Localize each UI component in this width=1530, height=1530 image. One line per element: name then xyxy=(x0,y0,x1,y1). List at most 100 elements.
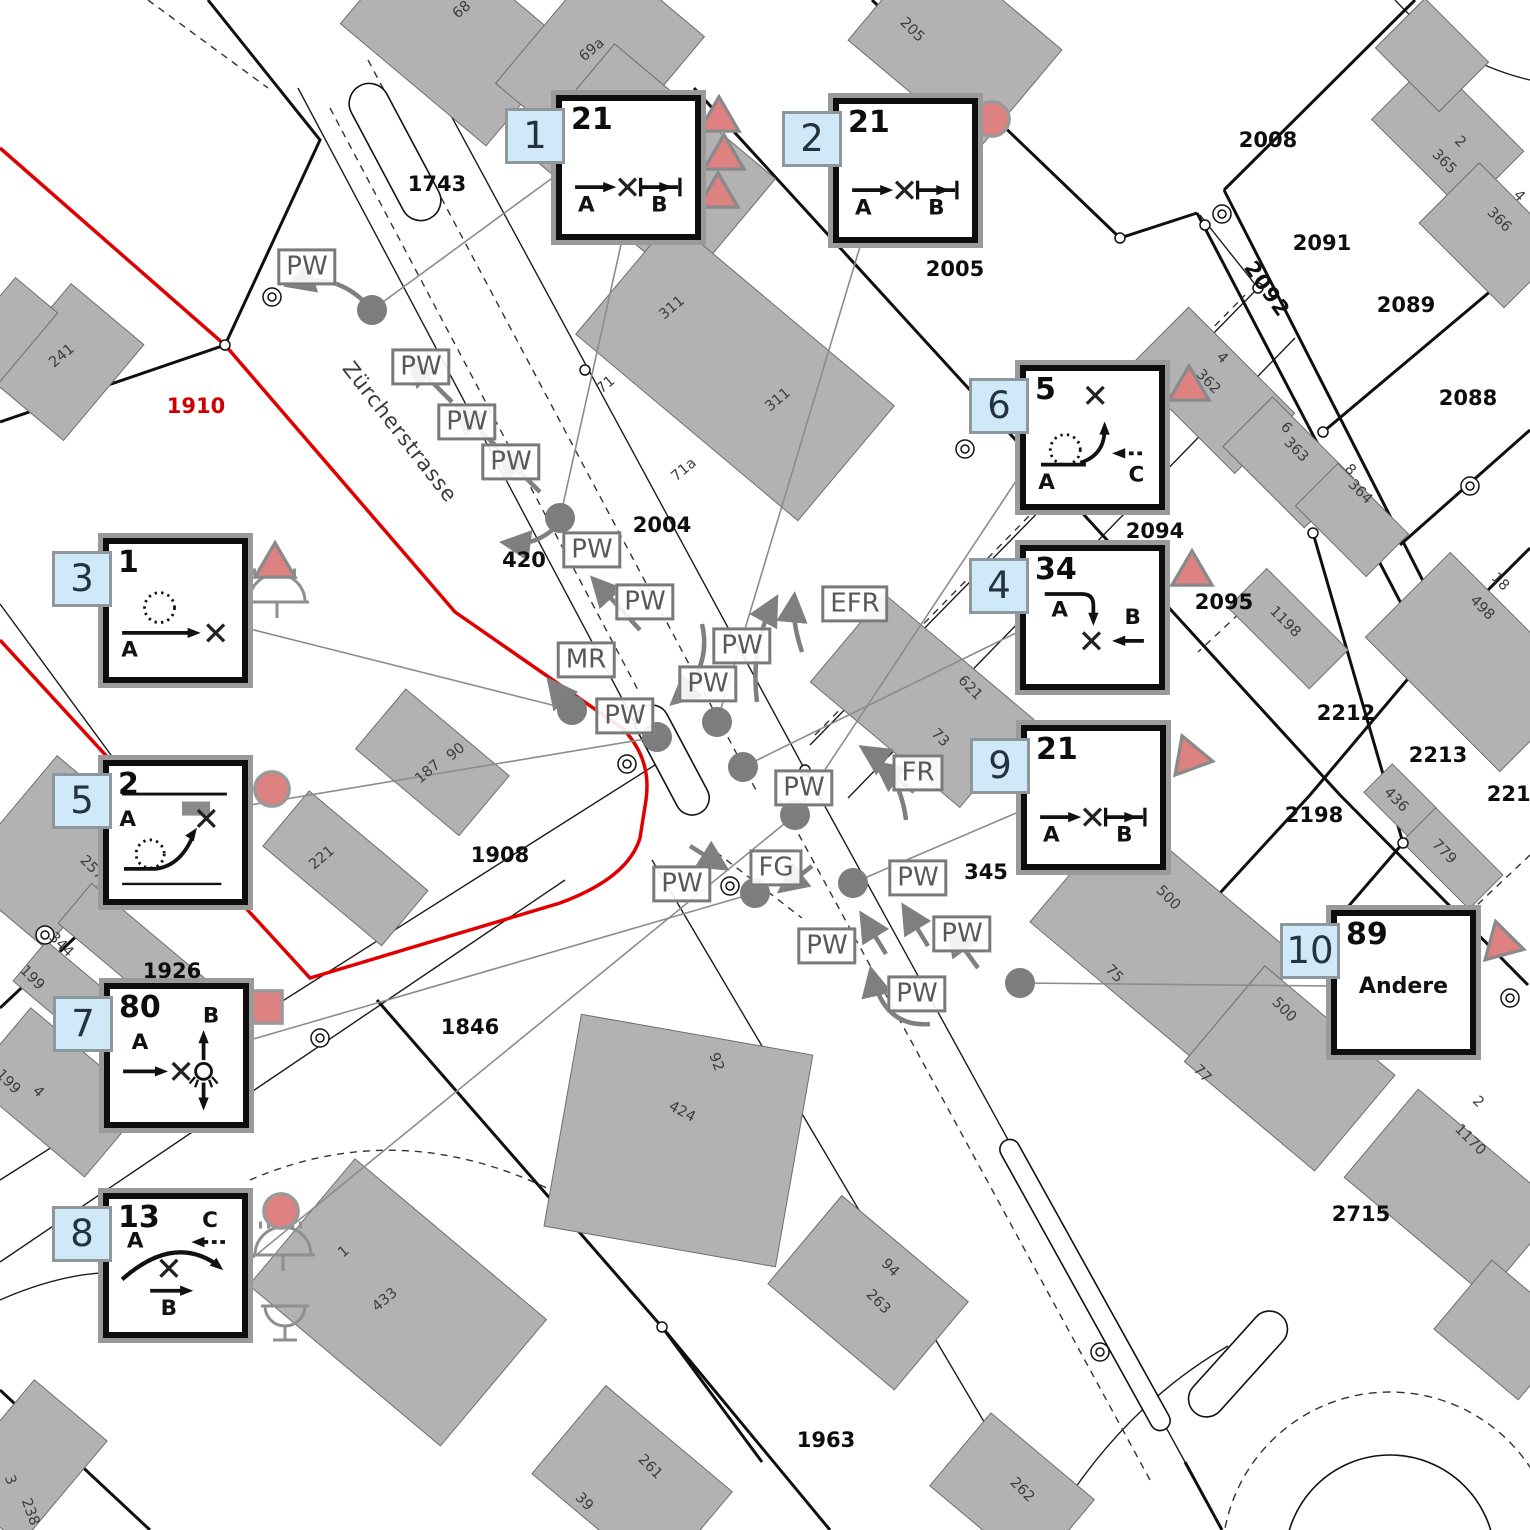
participant-tag: PW xyxy=(481,443,541,481)
svg-text:B: B xyxy=(928,195,944,220)
marker-triangle-icon xyxy=(252,539,298,580)
parcel-number-label: 2094 xyxy=(1125,519,1185,543)
svg-text:A: A xyxy=(127,1229,144,1254)
svg-text:A: A xyxy=(1038,470,1055,495)
accident-code: 13 xyxy=(118,1200,160,1235)
accident-dot xyxy=(728,752,758,782)
parcel-number-label: 2091 xyxy=(1292,231,1352,255)
accident-diagram: A xyxy=(119,792,227,886)
accident-number-badge: 2 xyxy=(782,111,842,167)
svg-text:A: A xyxy=(119,807,136,832)
parcel-number-label: 2198 xyxy=(1284,803,1344,827)
parcel-number-label: 1910 xyxy=(166,394,226,418)
accident-number-badge: 1 xyxy=(505,108,565,164)
svg-text:C: C xyxy=(202,1208,218,1233)
participant-tag: PW xyxy=(652,865,712,903)
svg-text:B: B xyxy=(1116,822,1132,847)
participant-tag: EFR xyxy=(821,585,889,623)
parcel-number-label: 2005 xyxy=(925,257,985,281)
participant-tag: PW xyxy=(678,665,738,703)
marker-triangle-icon xyxy=(1166,362,1212,403)
marker-circle-icon xyxy=(251,768,293,810)
parcel-number-label: 2214 xyxy=(1486,782,1530,806)
accident-diagram: AB xyxy=(123,1004,219,1111)
accident-code: 5 xyxy=(1035,372,1056,407)
accident-code: 34 xyxy=(1035,552,1077,587)
accident-dot xyxy=(545,503,575,533)
svg-text:B: B xyxy=(651,192,667,217)
red-boundary xyxy=(0,146,649,980)
survey-nodes xyxy=(35,204,1520,1362)
svg-text:A: A xyxy=(132,1030,149,1055)
accident-code: 80 xyxy=(119,990,161,1025)
parcel-number-label: 2212 xyxy=(1316,701,1376,725)
accident-number-badge: 7 xyxy=(53,996,113,1052)
parcel-number-label: 1963 xyxy=(796,1428,856,1452)
parcel-number-label: 2004 xyxy=(632,513,692,537)
parcel-number-label: 345 xyxy=(964,860,1008,884)
marker-triangle-icon xyxy=(695,169,741,210)
marker-square-icon xyxy=(247,988,285,1026)
accident-code: 21 xyxy=(848,105,890,140)
svg-text:B: B xyxy=(161,1296,177,1321)
participant-tag: PW xyxy=(887,975,947,1013)
svg-text:B: B xyxy=(203,1004,219,1029)
marker-triangle-icon xyxy=(1169,547,1215,588)
participant-tag: FG xyxy=(749,849,803,887)
accident-code: 21 xyxy=(1036,732,1078,767)
accident-number-badge: 10 xyxy=(1280,923,1340,979)
participant-tag: PW xyxy=(562,531,622,569)
accident-dot xyxy=(838,868,868,898)
parcel-number-label: 2008 xyxy=(1238,128,1298,152)
marker-triangle-icon xyxy=(1473,913,1528,964)
accident-dot xyxy=(357,295,387,325)
svg-text:A: A xyxy=(1051,598,1068,623)
accident-diagram: A xyxy=(121,591,226,662)
accident-diagram: C A B xyxy=(120,1208,226,1321)
participant-tag: PW xyxy=(774,769,834,807)
accident-number-badge: 4 xyxy=(969,558,1029,614)
accident-number-badge: 9 xyxy=(970,738,1030,794)
participant-tag: PW xyxy=(277,248,337,286)
svg-text:B: B xyxy=(1124,605,1140,630)
svg-text:C: C xyxy=(1129,462,1145,487)
participant-tag: MR xyxy=(556,641,616,679)
svg-text:A: A xyxy=(1043,822,1060,847)
participant-tag: PW xyxy=(595,697,655,735)
parcel-number-label: 1908 xyxy=(470,843,530,867)
participant-tag: PW xyxy=(797,927,857,965)
marker-circle-icon xyxy=(260,1190,302,1232)
parcel-number-label: 2213 xyxy=(1408,743,1468,767)
participant-tag: PW xyxy=(932,915,992,953)
parcel-number-label: 2088 xyxy=(1438,386,1498,410)
parcel-number-label: 420 xyxy=(502,548,546,572)
marker-triangle-icon xyxy=(701,131,747,172)
roundabout xyxy=(1224,1391,1530,1530)
accident-number-badge: 5 xyxy=(52,773,112,829)
accident-code: 89 xyxy=(1346,917,1388,952)
accident-code: 2 xyxy=(118,767,139,802)
accident-dot xyxy=(557,695,587,725)
accident-number-badge: 3 xyxy=(52,551,112,607)
svg-text:A: A xyxy=(855,195,872,220)
parcel-number-label: 1926 xyxy=(142,959,202,983)
participant-tag: PW xyxy=(615,583,675,621)
participant-tag: PW xyxy=(437,403,497,441)
participant-tag: FR xyxy=(892,754,944,792)
